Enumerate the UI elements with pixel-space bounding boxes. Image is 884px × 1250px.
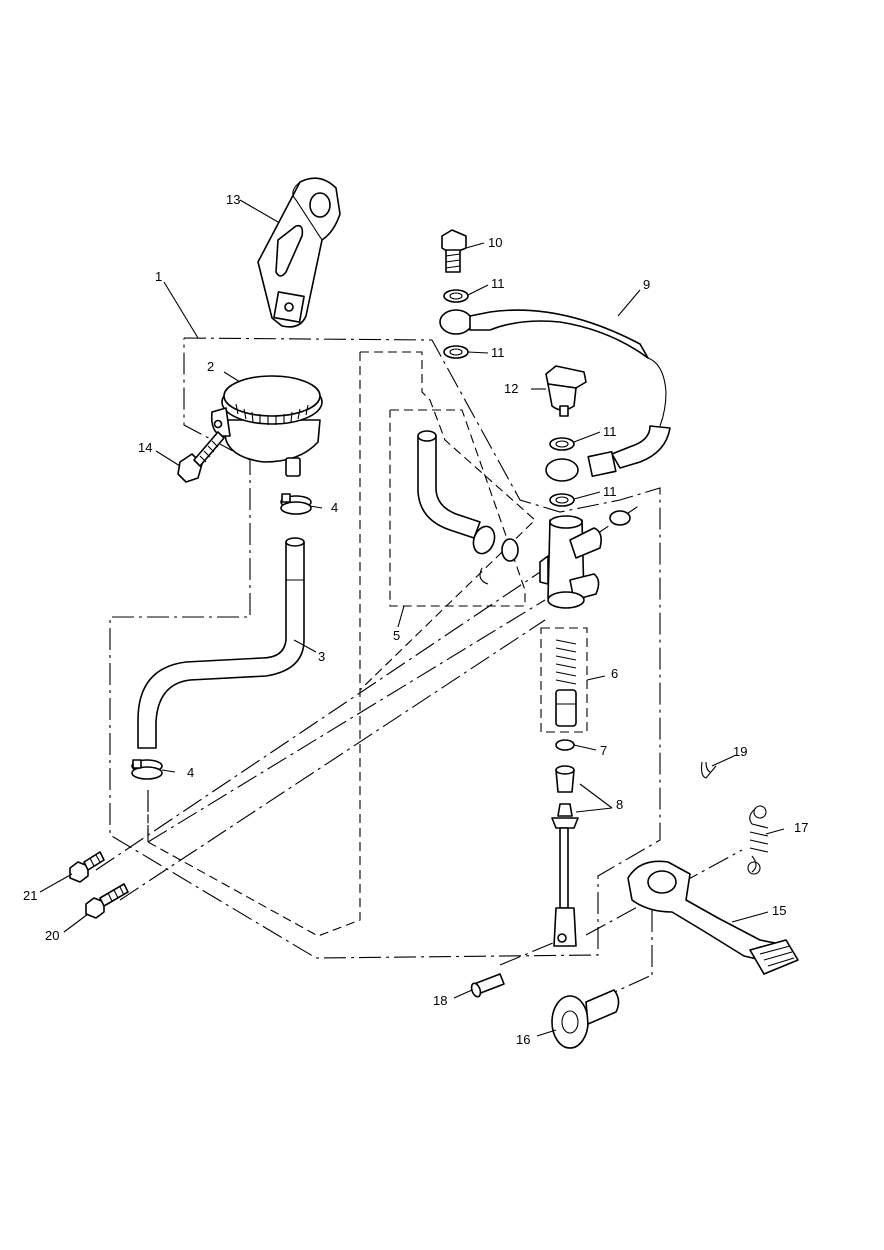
hose-clip-lower [131,759,163,780]
hose-clip-upper [280,493,312,515]
callout-4-lower: 4 [187,765,194,780]
callout-11-c: 11 [603,424,617,439]
copper-washer-2 [443,345,469,359]
return-spring [747,805,769,875]
banjo-bolt [441,229,467,273]
callout-5: 5 [393,628,400,643]
split-pin [700,761,717,779]
callout-4-upper: 4 [331,500,338,515]
callout-6: 6 [611,666,618,681]
callout-labels: 1 2 3 4 4 5 6 7 8 9 10 11 11 11 11 12 13… [23,192,808,1047]
elbow-pipe [417,430,519,585]
pushrod [551,817,579,947]
copper-washer-4 [549,493,575,507]
copper-washer-1 [443,289,469,303]
copper-washer-3 [549,437,575,451]
pedal-pivot [551,989,620,1049]
mounting-bolt-21 [69,851,105,883]
callout-16: 16 [516,1032,530,1047]
callout-3: 3 [318,649,325,664]
callout-17: 17 [794,820,808,835]
callout-18: 18 [433,993,447,1008]
callout-15: 15 [772,903,786,918]
callout-20: 20 [45,928,59,943]
callout-10: 10 [488,235,502,250]
callout-11-b: 11 [491,345,505,360]
brake-hose [439,309,671,482]
callout-8: 8 [616,797,623,812]
callout-11-d: 11 [603,484,617,499]
master-cylinder [539,510,631,609]
callout-2: 2 [207,359,214,374]
callout-19: 19 [733,744,747,759]
callout-1: 1 [155,269,162,284]
reservoir-bolt [177,431,225,483]
pushrod-boot [555,765,575,817]
callout-12: 12 [504,381,518,396]
reservoir-hose [137,537,305,749]
fluid-reservoir [210,375,323,477]
callout-11-a: 11 [491,276,505,291]
callout-9: 9 [643,277,650,292]
brake-light-switch [545,365,587,417]
reservoir-bracket [257,177,341,328]
mounting-bolt-20 [85,883,129,919]
callout-7: 7 [600,743,607,758]
clevis-pin [470,973,505,998]
circlip [555,739,575,751]
callout-13: 13 [226,192,240,207]
leader-lines [39,199,785,1037]
callout-14: 14 [138,440,152,455]
callout-21: 21 [23,888,37,903]
brake-pedal [627,860,799,975]
spring-and-piston [555,639,577,727]
